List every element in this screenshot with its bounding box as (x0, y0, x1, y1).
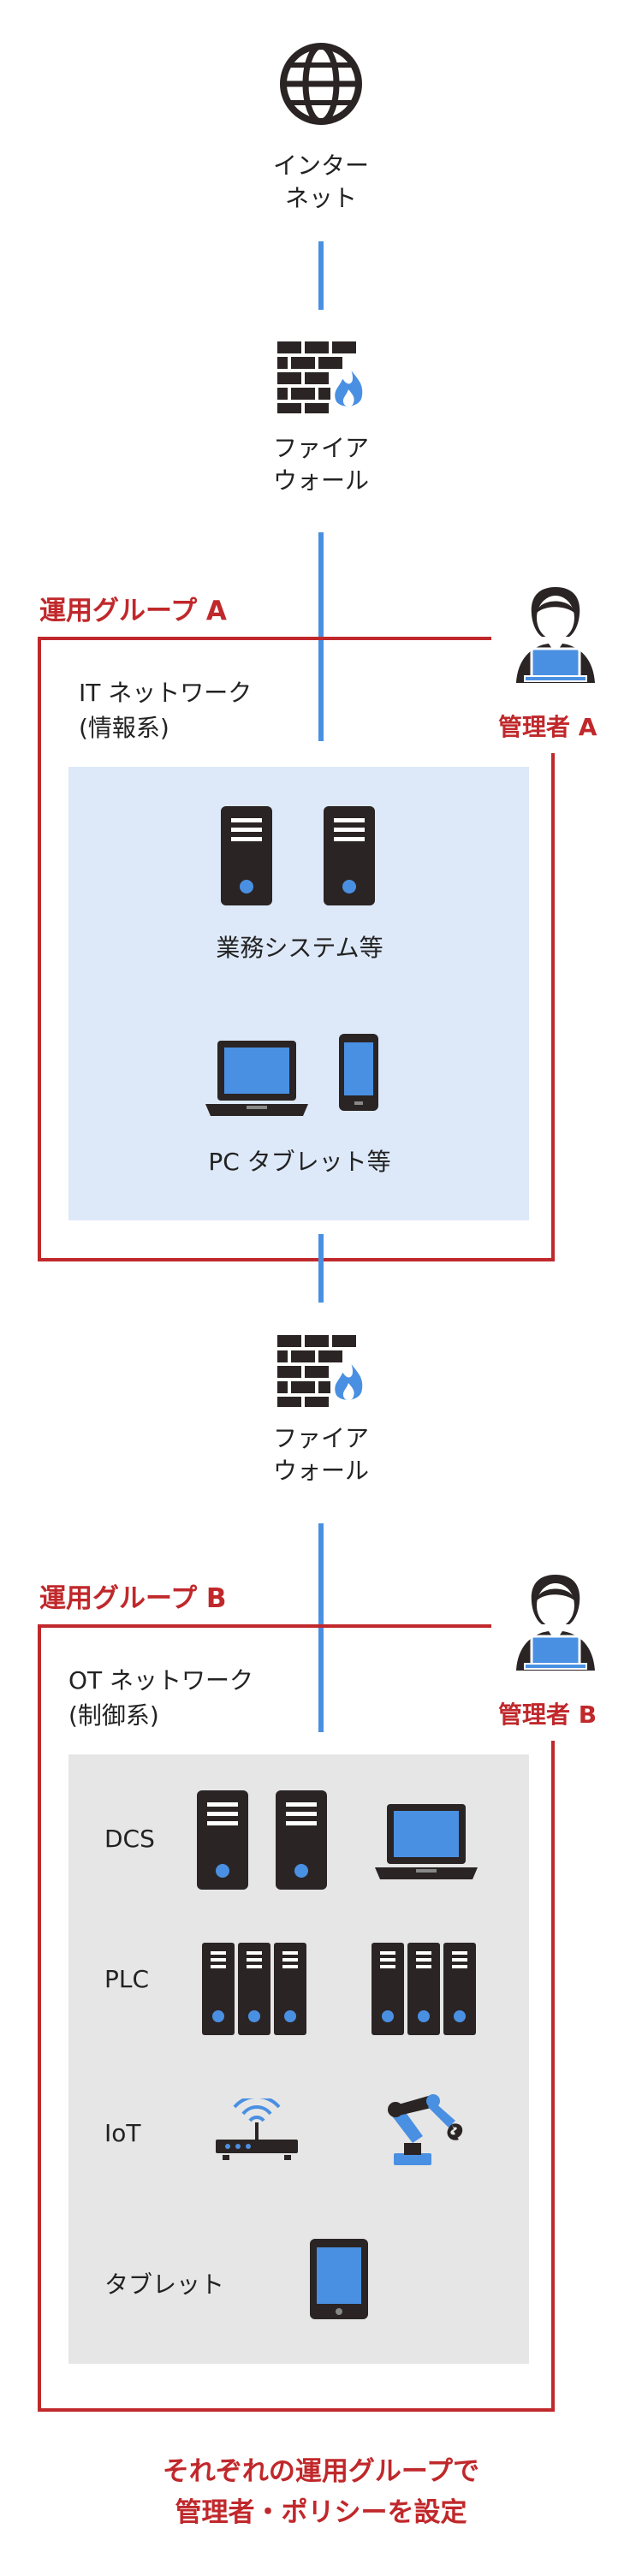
admin-a: 管理者 A (491, 582, 620, 753)
robot-arm-icon (388, 2094, 463, 2165)
internet-node (278, 41, 364, 127)
server-icon (197, 1790, 248, 1890)
connector-line (318, 241, 324, 310)
business-systems-label: 業務システム等 (216, 934, 383, 962)
iot-router (214, 2098, 300, 2162)
plc-rack-icon (202, 1943, 306, 2035)
plc-rack-icon (372, 1943, 476, 2035)
connector-line (318, 1523, 324, 1732)
firewall-mid-node (276, 1332, 370, 1409)
iot-robot-arm (382, 2088, 467, 2167)
server-icon (276, 1790, 327, 1890)
server-icon (221, 806, 272, 905)
internet-label-line2: ネット (284, 183, 357, 212)
plc-rack-1 (200, 1941, 308, 2037)
firewall-mid-label-line2: ウォール (272, 1456, 369, 1485)
internet-label: インター ネット (193, 150, 449, 215)
globe-icon (280, 43, 362, 125)
firewall-mid-label-line1: ファイア (272, 1424, 369, 1452)
row-label-dcs: DCS (104, 1825, 155, 1853)
admin-a-label: 管理者 A (498, 713, 597, 741)
footer-line2: 管理者・ポリシーを設定 (175, 2497, 467, 2529)
group-b-title: 運用グループ B (39, 1583, 227, 1614)
group-a-network-line2: (情報系) (79, 713, 169, 742)
pc-laptop (205, 1037, 308, 1119)
admin-person-icon (516, 587, 595, 683)
firewall-icon (277, 341, 366, 413)
firewall-top-node (276, 338, 370, 415)
row-label-plc: PLC (104, 1965, 150, 1993)
group-b-network-line1: OT ネットワーク (68, 1666, 254, 1695)
group-b-network-label: OT ネットワーク (制御系) (68, 1664, 253, 1733)
connector-line (318, 1234, 324, 1303)
laptop-icon (375, 1804, 478, 1879)
dcs-server-2 (274, 1789, 329, 1891)
group-a-network-line1: IT ネットワーク (79, 679, 253, 707)
row-label-tablet: タブレット (104, 2270, 225, 2299)
row-label-iot: IoT (104, 2119, 141, 2147)
group-a-box (38, 637, 555, 1261)
business-server-1 (219, 804, 274, 907)
firewall-top-label-line1: ファイア (272, 434, 369, 462)
admin-b-label: 管理者 B (498, 1701, 597, 1729)
tablet-device (308, 2237, 370, 2321)
firewall-icon (277, 1335, 366, 1407)
firewall-top-label: ファイア ウォール (193, 432, 449, 497)
tablet-icon (310, 2239, 368, 2319)
group-a-title: 運用グループ A (39, 596, 227, 626)
dcs-laptop (375, 1801, 478, 1883)
laptop-icon (205, 1041, 308, 1116)
internet-label-line1: インター (272, 151, 369, 180)
pc-phone (337, 1032, 380, 1113)
group-b-network-line2: (制御系) (68, 1701, 159, 1730)
smartphone-icon (339, 1034, 378, 1111)
plc-rack-2 (370, 1941, 478, 2037)
admin-person-icon (516, 1575, 595, 1671)
footer-line1: それぞれの運用グループで (162, 2456, 480, 2487)
router-icon (216, 2098, 298, 2160)
firewall-top-label-line2: ウォール (272, 466, 369, 495)
business-server-2 (322, 804, 377, 907)
footer-message: それぞれの運用グループで 管理者・ポリシーを設定 (0, 2451, 642, 2533)
group-b-box (38, 1624, 555, 2412)
admin-b: 管理者 B (491, 1570, 620, 1741)
firewall-mid-label: ファイア ウォール (193, 1422, 449, 1487)
pc-tablet-label: PC タブレット等 (208, 1148, 391, 1176)
group-a-network-label: IT ネットワーク (情報系) (79, 676, 252, 745)
server-icon (324, 806, 375, 905)
dcs-server-1 (195, 1789, 250, 1891)
it-panel (68, 767, 529, 1220)
